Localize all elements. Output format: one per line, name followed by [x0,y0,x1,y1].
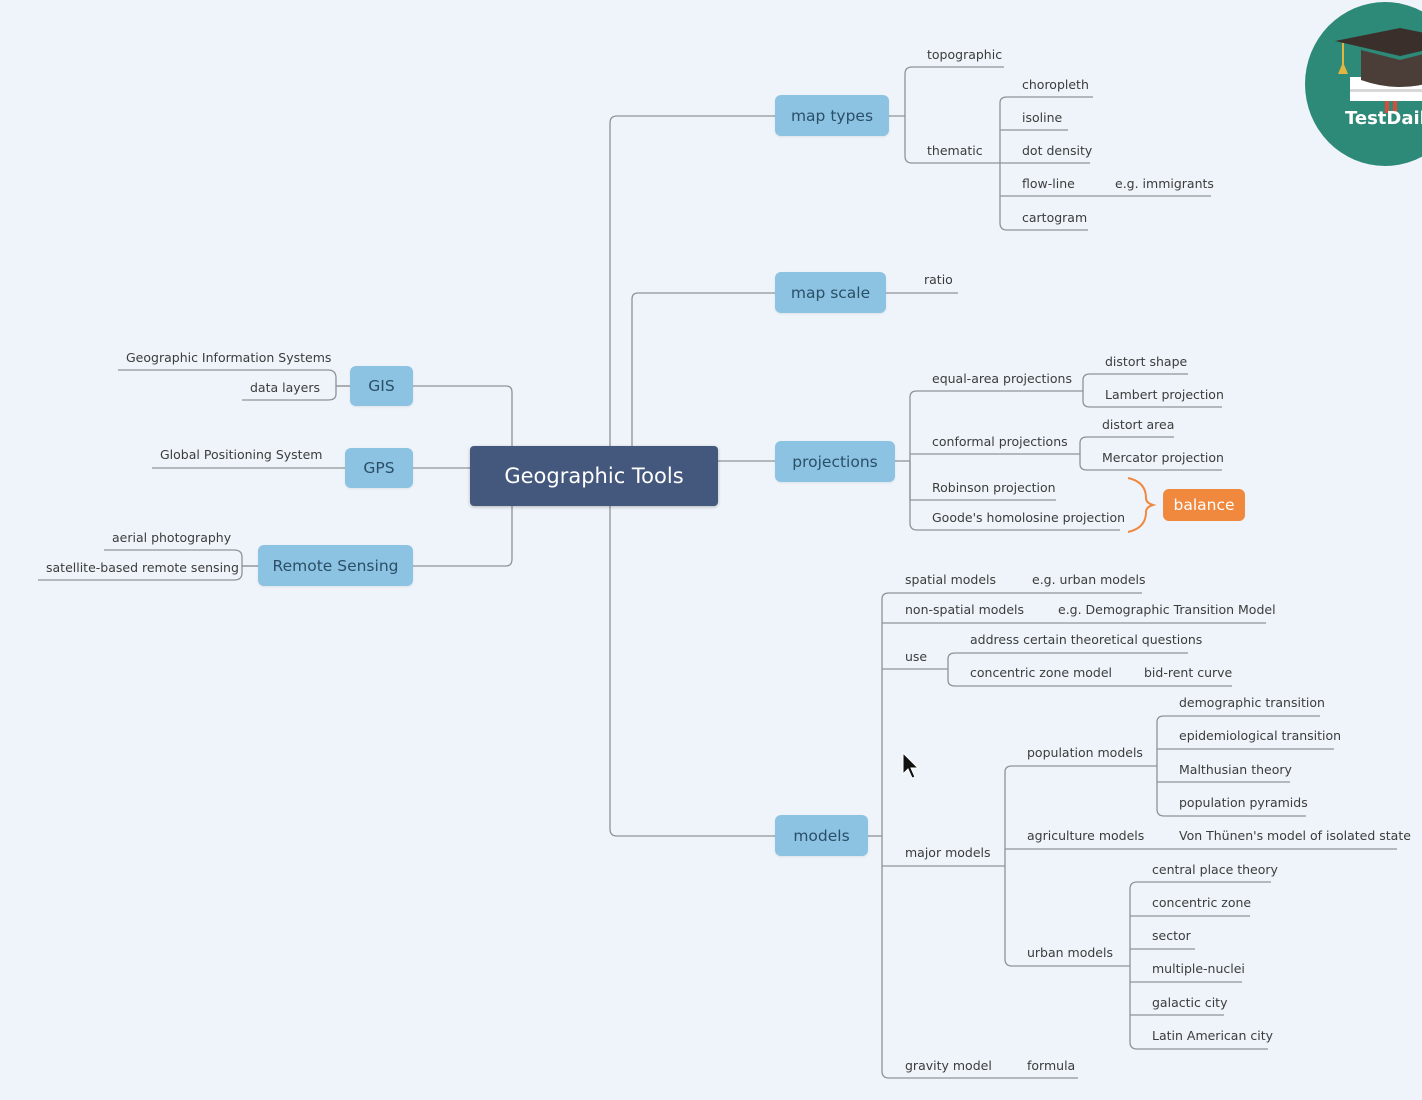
balance-bracket [1127,477,1157,533]
gis-child[interactable]: data layers [250,380,321,395]
agriculture-example[interactable]: Von Thünen's model of isolated state [1179,828,1411,843]
remote-child[interactable]: satellite-based remote sensing [46,560,239,575]
urban-item[interactable]: concentric zone [1152,895,1252,910]
subtopic-use[interactable]: use [905,649,928,664]
subtopic-thematic[interactable]: thematic [927,143,983,158]
agriculture-models[interactable]: agriculture models [1027,828,1145,843]
population-item[interactable]: population pyramids [1179,795,1308,810]
subtopic-conformal[interactable]: conformal projections [932,434,1068,449]
equal-area-item[interactable]: Lambert projection [1105,387,1224,402]
thematic-item[interactable]: flow-line [1022,176,1075,191]
urban-item[interactable]: sector [1152,928,1191,943]
conformal-item[interactable]: Mercator projection [1102,450,1224,465]
central-topic[interactable]: Geographic Tools [470,446,718,506]
thematic-item[interactable]: isoline [1022,110,1063,125]
subtopic-ratio[interactable]: ratio [924,272,953,287]
nonspatial-example[interactable]: e.g. Demographic Transition Model [1058,602,1276,617]
thematic-item[interactable]: dot density [1022,143,1093,158]
graduation-cap-icon [1335,28,1422,113]
urban-item[interactable]: Latin American city [1152,1028,1273,1043]
testdaily-logo: TestDail [1305,2,1422,166]
subtopic-equal-area[interactable]: equal-area projections [932,371,1072,386]
topic-gps[interactable]: GPS [345,448,413,488]
gis-child[interactable]: Geographic Information Systems [126,350,332,365]
use-item[interactable]: address certain theoretical questions [970,632,1203,647]
gravity-formula[interactable]: formula [1027,1058,1076,1073]
population-item[interactable]: epidemiological transition [1179,728,1342,743]
subtopic-nonspatial[interactable]: non-spatial models [905,602,1025,617]
use-item[interactable]: concentric zone model [970,665,1113,680]
subtopic-goode[interactable]: Goode's homolosine projection [932,510,1126,525]
subtopic-topographic[interactable]: topographic [927,47,1003,62]
subtopic-robinson[interactable]: Robinson projection [932,480,1056,495]
equal-area-item[interactable]: distort shape [1105,354,1188,369]
mouse-cursor-icon [902,752,920,779]
subtopic-gravity[interactable]: gravity model [905,1058,992,1073]
topic-gis[interactable]: GIS [350,366,413,406]
urban-item[interactable]: multiple-nuclei [1152,961,1245,976]
urban-models[interactable]: urban models [1027,945,1113,960]
population-item[interactable]: demographic transition [1179,695,1325,710]
remote-child[interactable]: aerial photography [112,530,232,545]
topic-map-types[interactable]: map types [775,95,889,136]
gps-child[interactable]: Global Positioning System [160,447,323,462]
spatial-example[interactable]: e.g. urban models [1032,572,1146,587]
subtopic-spatial[interactable]: spatial models [905,572,997,587]
balance-callout[interactable]: balance [1163,489,1245,521]
subtopic-major-models[interactable]: major models [905,845,991,860]
thematic-item[interactable]: cartogram [1022,210,1088,225]
conformal-item[interactable]: distort area [1102,417,1175,432]
thematic-item[interactable]: choropleth [1022,77,1089,92]
topic-remote-sensing[interactable]: Remote Sensing [258,545,413,586]
population-item[interactable]: Malthusian theory [1179,762,1292,777]
urban-item[interactable]: galactic city [1152,995,1228,1010]
topic-projections[interactable]: projections [775,441,895,482]
topic-models[interactable]: models [775,815,868,856]
bid-rent-curve[interactable]: bid-rent curve [1144,665,1233,680]
topic-map-scale[interactable]: map scale [775,272,886,313]
logo-text: TestDail [1345,108,1422,129]
flowline-example[interactable]: e.g. immigrants [1115,176,1214,191]
population-models[interactable]: population models [1027,745,1143,760]
urban-item[interactable]: central place theory [1152,862,1278,877]
